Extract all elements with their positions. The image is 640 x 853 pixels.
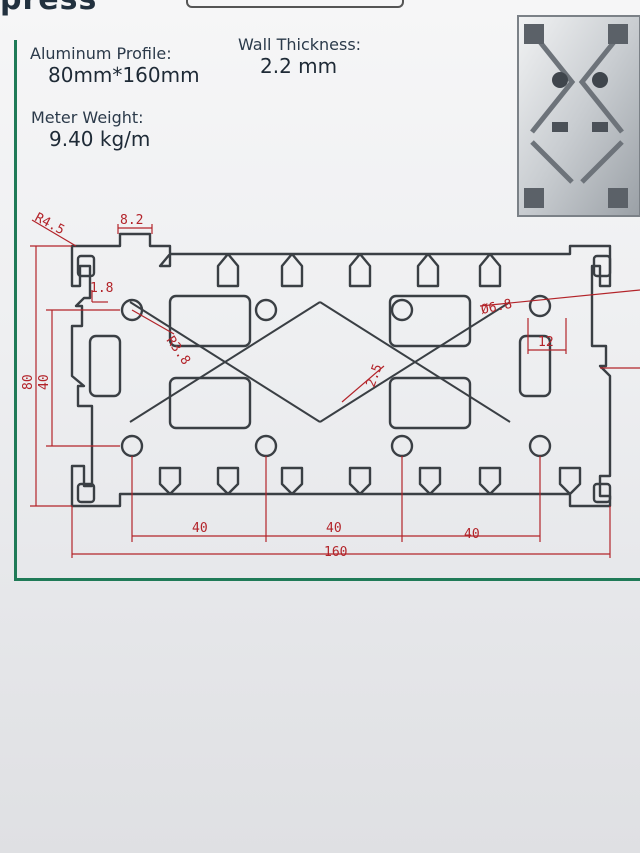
wall-thickness-spec: Wall Thickness: 2.2 mm	[238, 35, 361, 78]
dim-80: 80	[21, 374, 36, 390]
profile-label: Aluminum Profile:	[30, 44, 172, 63]
profile-product-photo	[517, 15, 640, 217]
dim-span2: 40	[326, 521, 342, 536]
meter-weight-label: Meter Weight:	[31, 108, 144, 127]
dim-25: 2.5	[364, 362, 386, 389]
site-logo-fragment: press	[0, 0, 97, 17]
dim-18: 1.8	[90, 281, 113, 296]
profile-spec: Aluminum Profile: 80mm*160mm	[30, 44, 200, 87]
wall-thickness-label: Wall Thickness:	[238, 35, 362, 54]
dim-span3: 40	[464, 527, 480, 542]
profile-technical-drawing: R4.5 8.2 1.8 R3.8 2.5 Ø6.8 12 80 40 40 4…	[21, 210, 640, 560]
dim-span1: 40	[192, 521, 208, 536]
dim-line-r45	[31, 219, 77, 247]
dim-82: 8.2	[120, 213, 143, 228]
meter-weight-value: 9.40 kg/m	[49, 127, 151, 151]
profile-outline	[70, 232, 612, 508]
dim-line-r38	[131, 309, 175, 335]
dim-r45: R4.5	[32, 210, 67, 238]
meter-weight-spec: Meter Weight: 9.40 kg/m	[31, 108, 150, 151]
dim-line-hole	[479, 289, 640, 307]
dim-40-vertical: 40	[37, 374, 52, 390]
dim-line-25	[341, 365, 385, 403]
wall-thickness-value: 2.2 mm	[260, 54, 338, 78]
profile-value: 80mm*160mm	[48, 63, 200, 87]
dim-slot: 12	[538, 335, 554, 350]
spec-panel-frame	[14, 40, 640, 581]
dim-160: 160	[324, 545, 347, 560]
header-tab-outline	[186, 0, 404, 8]
dim-hole: Ø6.8	[480, 297, 514, 318]
